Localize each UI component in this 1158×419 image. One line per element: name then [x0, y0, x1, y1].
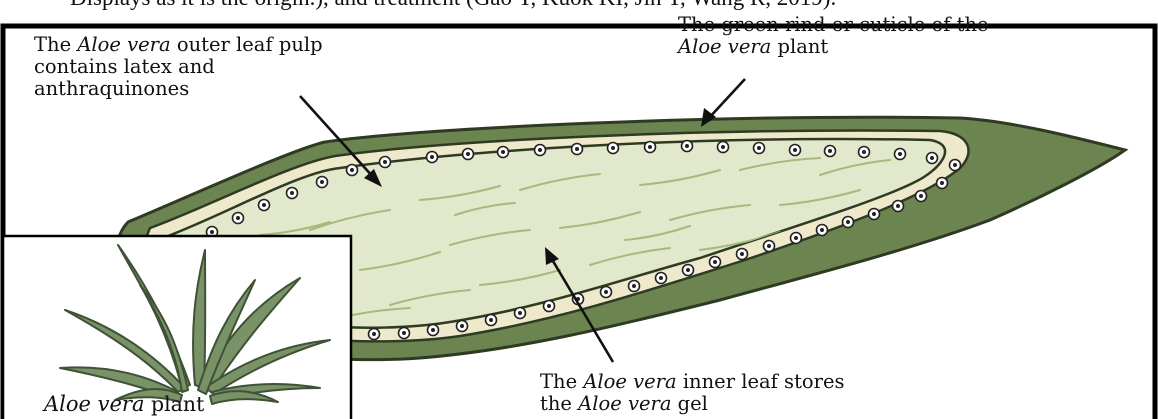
inner-leaf-gel-label: The Aloe vera inner leaf stores the Aloe… [540, 371, 845, 415]
pulp-cell [463, 149, 474, 160]
pulp-cell [233, 213, 244, 224]
pulp-cell [629, 281, 640, 292]
pulp-cell [572, 144, 583, 155]
pulp-cell [893, 201, 904, 212]
pulp-cell [656, 273, 667, 284]
pulp-cell [287, 188, 298, 199]
pulp-cell [791, 233, 802, 244]
pulp-cell [347, 165, 358, 176]
pulp-cell [869, 209, 880, 220]
pulp-cell [764, 241, 775, 252]
pulp-cell [380, 157, 391, 168]
pulp-cell [843, 217, 854, 228]
pulp-cell [259, 200, 270, 211]
pulp-cell [710, 257, 721, 268]
pulp-cell [645, 142, 656, 153]
pulp-cell [790, 145, 801, 156]
pulp-cell [895, 149, 906, 160]
pulp-cell [718, 142, 729, 153]
page-header-fragment: Displays as it is the origin.), and trea… [70, 0, 836, 11]
pulp-cell [486, 315, 497, 326]
pulp-cell [601, 287, 612, 298]
pulp-cell [927, 153, 938, 164]
aloe-plant-caption: Aloe vera plant [44, 393, 204, 417]
pulp-cell [428, 325, 439, 336]
pulp-cell [515, 308, 526, 319]
pulp-cell [457, 321, 468, 332]
pulp-cell [916, 191, 927, 202]
pulp-cell [427, 152, 438, 163]
pulp-cell [682, 141, 693, 152]
outer-leaf-pulp-label: The Aloe vera outer leaf pulp contains l… [34, 34, 323, 99]
pulp-cell [825, 146, 836, 157]
pulp-cell [608, 143, 619, 154]
pulp-cell [317, 177, 328, 188]
pulp-cell [737, 249, 748, 260]
pulp-cell [683, 265, 694, 276]
pulp-cell [535, 145, 546, 156]
pulp-cell [369, 329, 380, 340]
pulp-cell [859, 147, 870, 158]
pulp-cell [817, 225, 828, 236]
pulp-cell [544, 301, 555, 312]
pulp-cell [937, 178, 948, 189]
pulp-cell [950, 160, 961, 171]
pulp-cell [754, 143, 765, 154]
pulp-cell [399, 328, 410, 339]
pulp-cell [498, 147, 509, 158]
green-rind-label: The green rind or cuticle of the Aloe ve… [678, 14, 989, 58]
